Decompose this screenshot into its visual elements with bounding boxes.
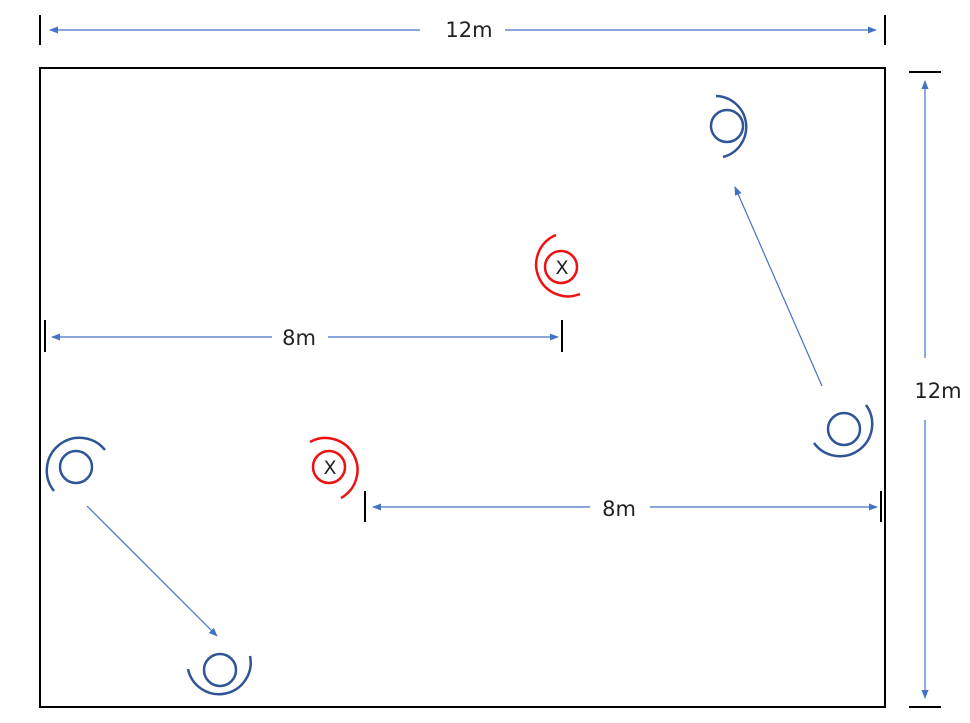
top-width-dimension: 12m — [39, 15, 886, 45]
defender-x-mark-upper: X — [555, 257, 568, 279]
movement-arrow-right — [734, 186, 823, 387]
red-defender-upper: X — [534, 233, 581, 298]
lower-8m-dimension: 8m — [364, 491, 882, 522]
upper-8m-dimension: 8m — [44, 320, 563, 352]
top-width-label: 12m — [445, 18, 492, 42]
field-boundary — [39, 67, 886, 708]
blue-player-bottom — [186, 652, 252, 696]
blue-player-left — [45, 436, 106, 492]
upper-8m-label: 8m — [282, 326, 316, 350]
defender-x-mark-lower: X — [323, 457, 336, 479]
blue-player-right — [812, 404, 874, 458]
movement-arrow-left — [86, 505, 218, 637]
red-defender-lower: X — [309, 436, 359, 500]
lower-8m-label: 8m — [602, 497, 636, 521]
right-height-dimension: 12m — [909, 71, 962, 708]
blue-player-top-right — [709, 94, 748, 159]
right-height-label: 12m — [914, 379, 961, 403]
